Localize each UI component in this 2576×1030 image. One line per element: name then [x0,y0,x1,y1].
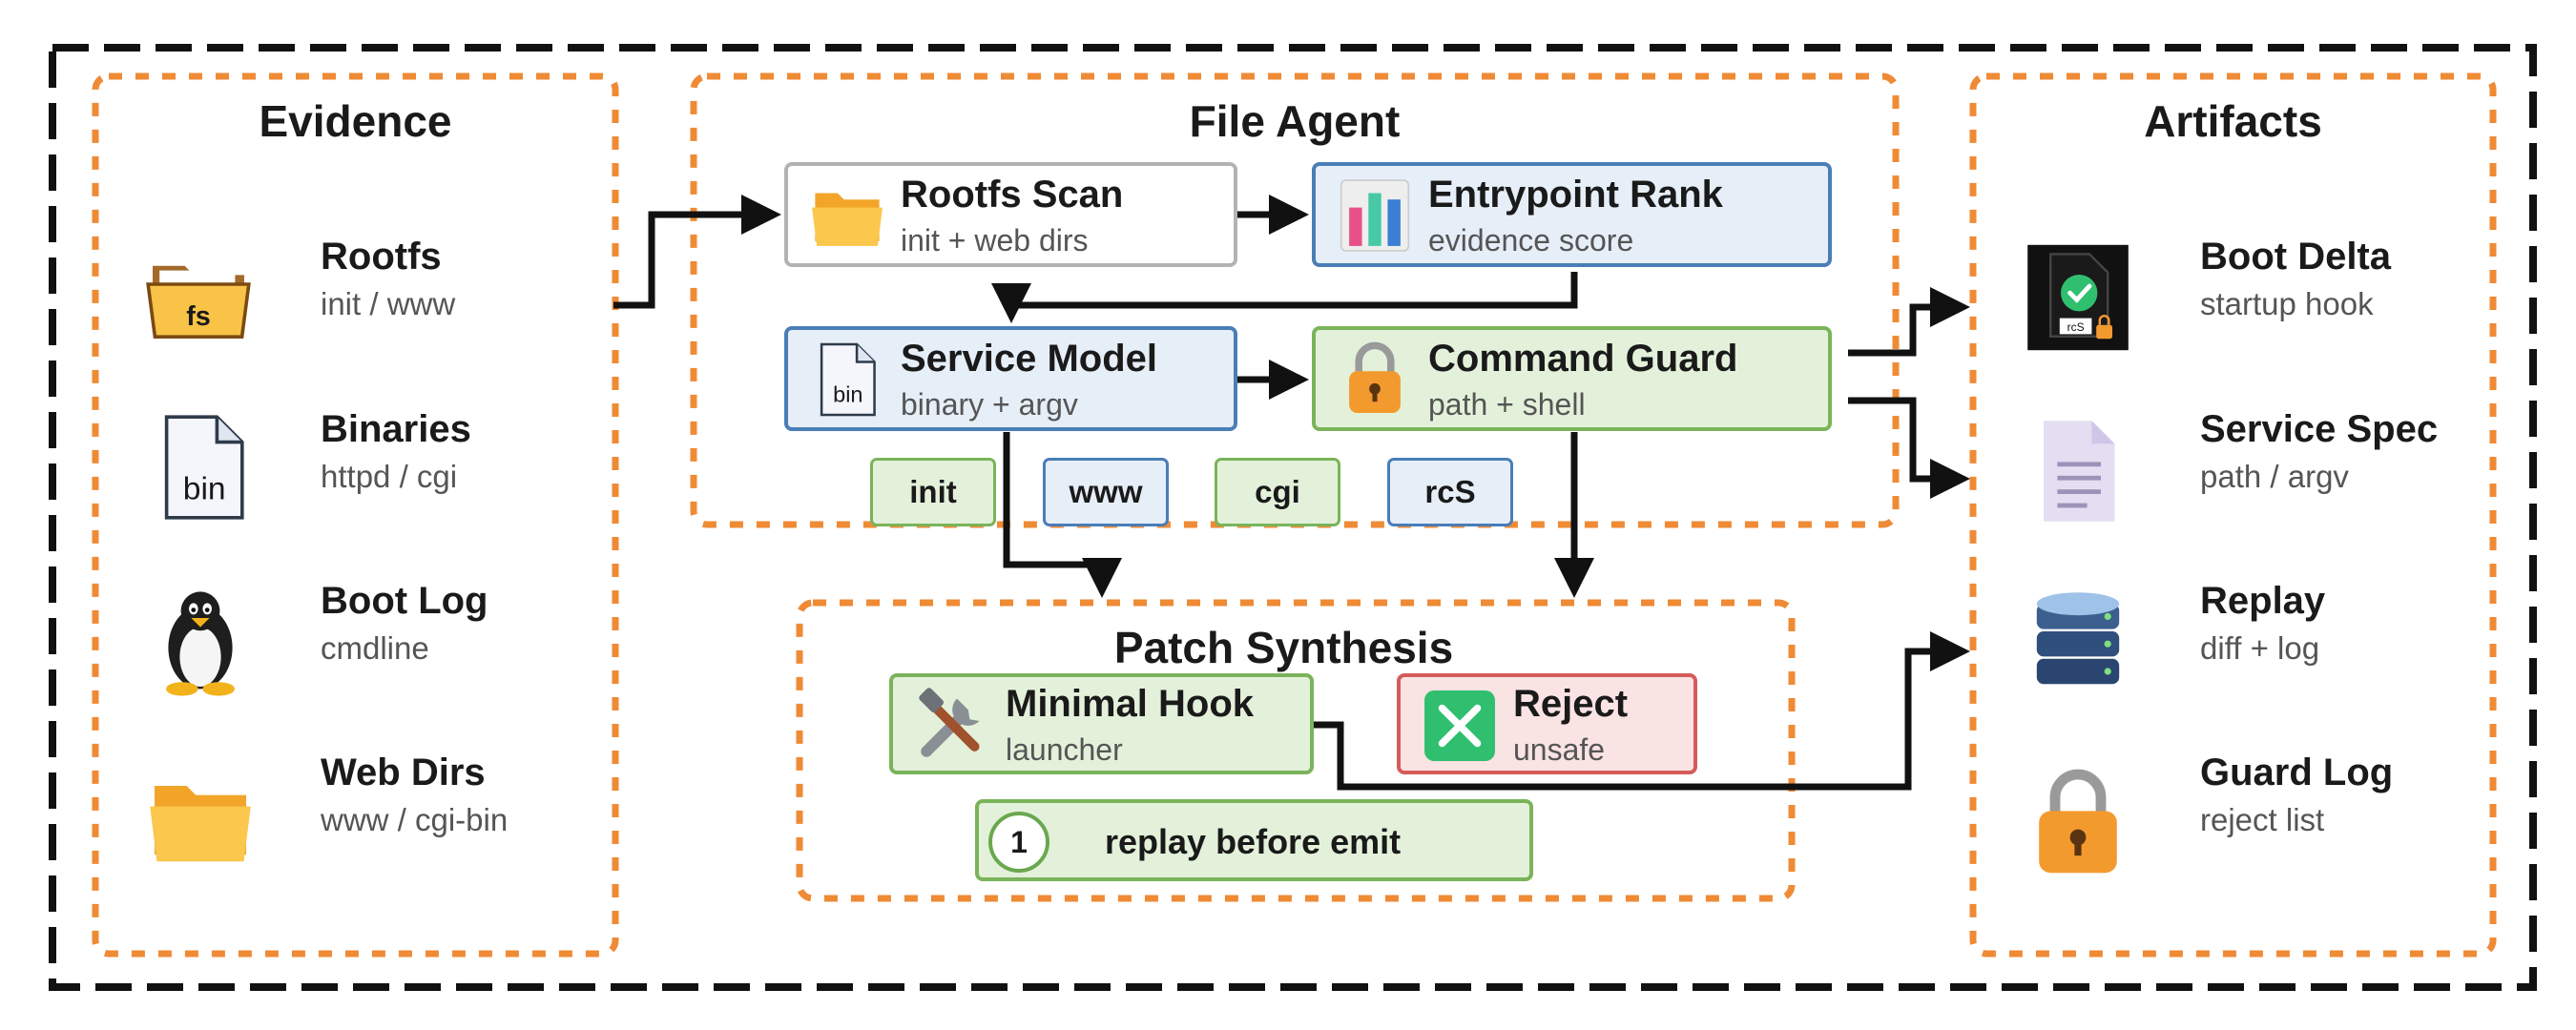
penguin-icon [166,591,235,696]
arrow-guard-to-service-spec [1848,397,1970,499]
artifact-service-spec-sub: path / argv [2200,459,2349,494]
evidence-rootfs-title: Rootfs [321,236,442,278]
artifact-guard-log-sub: reject list [2200,802,2325,837]
tag-rcs: rcS [1387,458,1513,526]
command-guard-title: Command Guard [1428,338,1738,380]
evidence-binaries-sub: httpd / cgi [321,459,458,494]
arrow-guard-to-boot-delta [1848,287,1970,357]
artifacts-panel-frame [1969,72,2497,958]
bin-file-label: bin [183,472,226,507]
replay-before-emit-step: 1 replay before emit [975,799,1533,881]
x-mark-icon [1424,690,1495,761]
bar-chart-icon [1340,179,1410,252]
patch-synthesis-panel-frame [796,599,1796,902]
artifact-boot-delta-sub: startup hook [2200,286,2374,321]
evidence-web-dirs-sub: www / cgi-bin [321,802,509,837]
arrow-service-model-to-patch [1003,432,1122,598]
tools-icon [919,688,980,757]
file-agent-title: File Agent [1189,96,1401,146]
arrow-rootfs-to-scan [613,195,781,309]
reject-sub: unsafe [1513,732,1606,767]
replay-before-emit-label: replay before emit [1105,822,1402,861]
rootfs-scan-sub: init + web dirs [901,223,1089,258]
tag-init: init [870,458,996,526]
artifacts-title: Artifacts [2144,96,2322,146]
rootfs-scan-title: Rootfs Scan [901,174,1124,216]
reject-node: Reject unsafe [1397,673,1697,774]
service-model-sub: binary + argv [901,387,1078,422]
script-file-icon: rcS [2027,244,2129,351]
patch-synthesis-title: Patch Synthesis [1113,623,1454,672]
tag-www: www [1043,458,1169,526]
minimal-hook-node: Minimal Hook launcher [889,673,1314,774]
service-model-icon-label: bin [833,382,862,407]
evidence-binaries-title: Binaries [321,408,471,450]
folder-fs-label: fs [186,301,211,332]
minimal-hook-title: Minimal Hook [1006,683,1255,725]
artifact-replay-title: Replay [2200,580,2326,622]
artifact-guard-log-title: Guard Log [2200,752,2394,793]
evidence-title: Evidence [259,96,452,146]
padlock-icon [2039,769,2117,874]
evidence-rootfs-sub: init / www [321,286,456,321]
entrypoint-rank-node: Entrypoint Rank evidence score [1312,162,1832,267]
artifact-service-spec-title: Service Spec [2200,408,2439,450]
reject-title: Reject [1513,683,1629,725]
folder-icon [150,786,251,862]
service-model-title: Service Model [901,338,1158,380]
bin-file-icon: bin [164,415,244,520]
arrow-hook-to-replay [1314,631,1970,791]
folder-icon [812,193,883,246]
evidence-panel-frame [92,72,619,958]
arrow-rank-to-service-model [991,272,1578,323]
step-number-badge: 1 [988,812,1049,873]
minimal-hook-sub: launcher [1006,732,1123,767]
artifact-replay-sub: diff + log [2200,630,2320,666]
outer-frame [49,44,2537,991]
rootfs-scan-node: Rootfs Scan init + web dirs [784,162,1237,267]
bin-file-icon: bin [820,342,876,417]
tag-cgi: cgi [1215,458,1340,526]
evidence-web-dirs-title: Web Dirs [321,752,486,793]
entrypoint-rank-sub: evidence score [1428,223,1634,258]
database-icon [2036,592,2120,685]
entrypoint-rank-title: Entrypoint Rank [1428,174,1723,216]
evidence-boot-log-sub: cmdline [321,630,429,666]
folder-fs-icon: fs [146,265,251,339]
evidence-boot-log-title: Boot Log [321,580,488,622]
artifact-boot-delta-title: Boot Delta [2200,236,2391,278]
service-model-node: bin Service Model binary + argv [784,326,1237,431]
padlock-icon [1349,341,1401,413]
document-icon [2044,421,2115,522]
command-guard-node: Command Guard path + shell [1312,326,1832,431]
script-file-label: rcS [2067,320,2085,334]
command-guard-sub: path + shell [1428,387,1586,422]
